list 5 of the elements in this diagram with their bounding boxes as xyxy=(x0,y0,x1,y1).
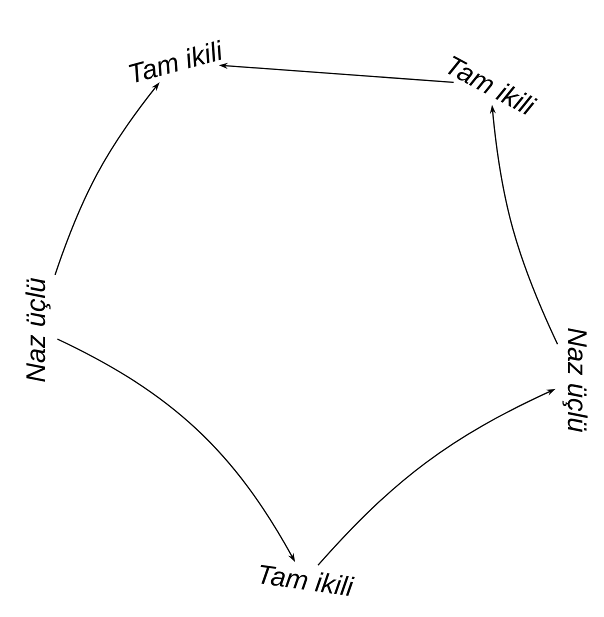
node-label: Naz üçlü xyxy=(562,328,588,432)
node-label: Tam ikili xyxy=(260,564,355,596)
node-label: Tam ikili xyxy=(448,56,538,115)
node-label: Tam ikili xyxy=(128,40,221,82)
node-label: Naz üçlü xyxy=(25,278,51,382)
